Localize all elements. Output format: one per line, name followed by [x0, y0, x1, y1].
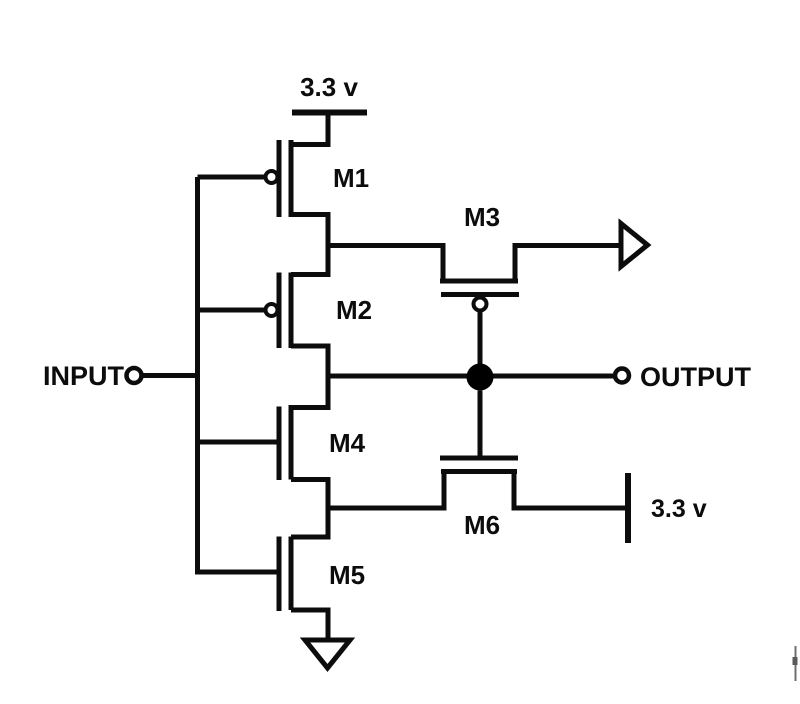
- transistor-m6: [328, 390, 626, 511]
- transistor-m4: [276, 405, 331, 540]
- m4-label: M4: [329, 428, 366, 458]
- transistor-m5: [276, 536, 331, 641]
- m1-source-stub: [291, 212, 331, 277]
- transistor-m2: [276, 272, 331, 410]
- m6-label: M6: [464, 510, 500, 540]
- ground-triangle-icon: [299, 637, 356, 672]
- m3-source-wire: [328, 243, 446, 281]
- vdd-top-supply: [291, 109, 367, 147]
- vdd-top-label: 3.3 v: [300, 72, 358, 102]
- vdd-right-label: 3.3 v: [651, 495, 707, 523]
- transistor-m3: [328, 243, 620, 364]
- input-terminal-circle: [124, 365, 144, 386]
- m3-label: M3: [464, 202, 500, 232]
- input-label: INPUT: [43, 361, 125, 391]
- output-junction-dot: [466, 363, 494, 391]
- output-arrow-triangle-icon: [618, 218, 652, 272]
- screen-artifact: [792, 646, 798, 681]
- m6-drain-wire: [511, 471, 626, 511]
- m2-drain-stub: [291, 343, 331, 410]
- m1-drain-stub: [291, 112, 331, 147]
- m1-label: M1: [333, 163, 369, 193]
- m6-source-wire: [328, 471, 447, 511]
- m4-source-stub: [291, 477, 331, 540]
- m2-label: M2: [336, 295, 372, 325]
- m3-drain-wire: [512, 243, 620, 281]
- output-label: OUTPUT: [640, 362, 752, 392]
- transistor-m1: [276, 140, 331, 277]
- m5-label: M5: [329, 560, 365, 590]
- input-gate-bus: [141, 174, 279, 575]
- m5-source-stub: [291, 607, 331, 641]
- output-terminal-circle: [612, 366, 632, 385]
- m2-pmos-bubble-icon: [263, 302, 280, 318]
- m3-pmos-bubble-icon: [471, 295, 489, 313]
- m1-pmos-bubble-icon: [263, 169, 280, 185]
